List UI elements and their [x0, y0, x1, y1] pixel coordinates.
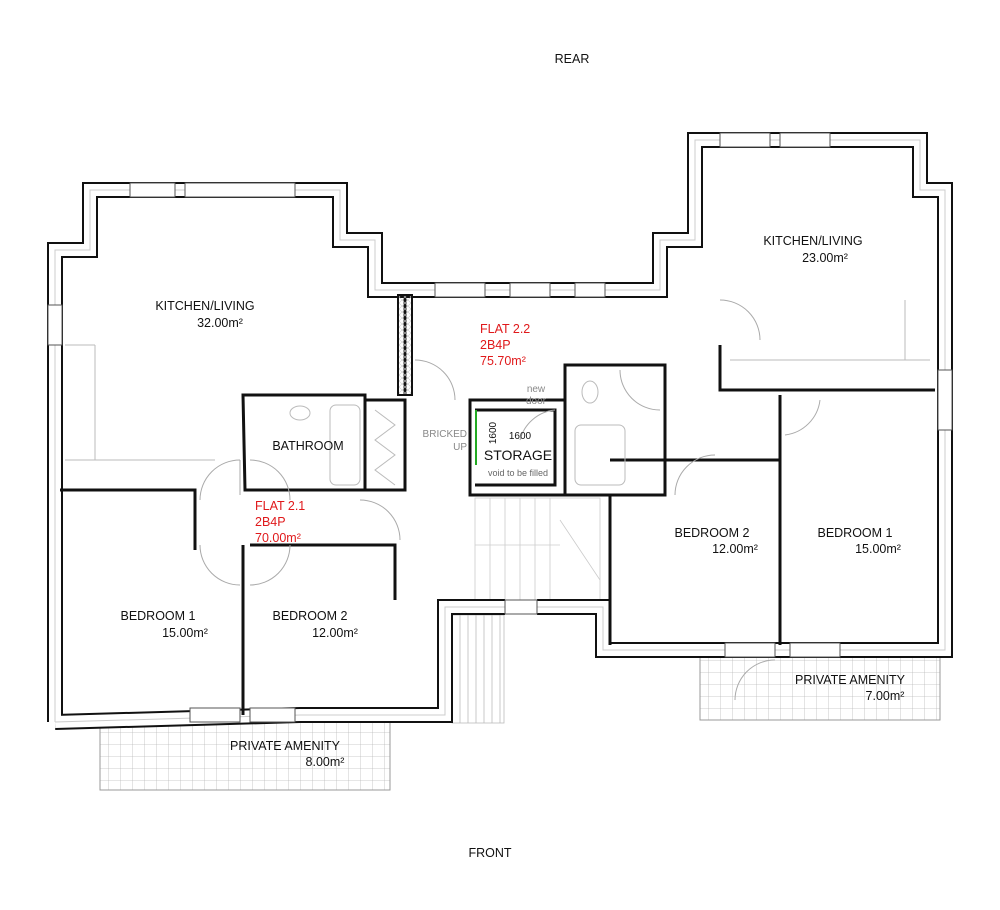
bricked-up-label-2: UP	[453, 442, 467, 453]
flat21-area: 70.00m²	[255, 531, 301, 545]
flat21-bedroom1-area: 15.00m²	[162, 626, 208, 640]
private-amenity-balcony-left	[99, 721, 391, 791]
flat22-bedroom1-name: BEDROOM 1	[817, 526, 892, 540]
front-label: FRONT	[468, 846, 511, 860]
flat21-bedroom2-name: BEDROOM 2	[272, 609, 347, 623]
storage-name: STORAGE	[484, 447, 552, 463]
new-door-label-1: new	[527, 384, 546, 395]
flat21-amenity-name: PRIVATE AMENITY	[230, 739, 341, 753]
flat21-kitchen-name: KITCHEN/LIVING	[155, 299, 254, 313]
flat22-bedroom1-area: 15.00m²	[855, 542, 901, 556]
flat22-bedroom2-name: BEDROOM 2	[674, 526, 749, 540]
storage-dim-height: 1600	[488, 421, 499, 444]
flat21-kitchen-area: 32.00m²	[197, 316, 243, 330]
flat21-type: 2B4P	[255, 515, 286, 529]
bricked-up-label-1: BRICKED	[423, 429, 467, 440]
rear-label: REAR	[555, 52, 590, 66]
flat21-bedroom1-name: BEDROOM 1	[120, 609, 195, 623]
flat22-amenity-area: 7.00m²	[866, 689, 905, 703]
internal-walls	[60, 295, 935, 715]
flat21-amenity-area: 8.00m²	[306, 755, 345, 769]
fixtures	[65, 300, 930, 486]
flat21-name: FLAT 2.1	[255, 499, 305, 513]
flat22-type: 2B4P	[480, 338, 511, 352]
flat22-kitchen-name: KITCHEN/LIVING	[763, 234, 862, 248]
private-amenity-balcony-right	[699, 654, 941, 721]
windows	[47, 132, 953, 723]
staircase	[474, 497, 601, 601]
flat22-area: 75.70m²	[480, 354, 526, 368]
storage-note: void to be filled	[488, 468, 548, 478]
flat22-amenity-name: PRIVATE AMENITY	[795, 673, 906, 687]
wardrobe-doors	[374, 409, 396, 486]
flat21-bedroom2-area: 12.00m²	[312, 626, 358, 640]
flat22-bedroom2-area: 12.00m²	[712, 542, 758, 556]
flat21-bathroom-name: BATHROOM	[272, 439, 343, 453]
hall-wall-hatched	[397, 294, 413, 396]
flat22-name: FLAT 2.2	[480, 322, 530, 336]
new-door-label-2: door	[526, 396, 547, 407]
front-steps	[451, 614, 505, 724]
storage-dim-width: 1600	[509, 431, 532, 442]
door-swings	[199, 299, 821, 701]
flat22-kitchen-area: 23.00m²	[802, 251, 848, 265]
